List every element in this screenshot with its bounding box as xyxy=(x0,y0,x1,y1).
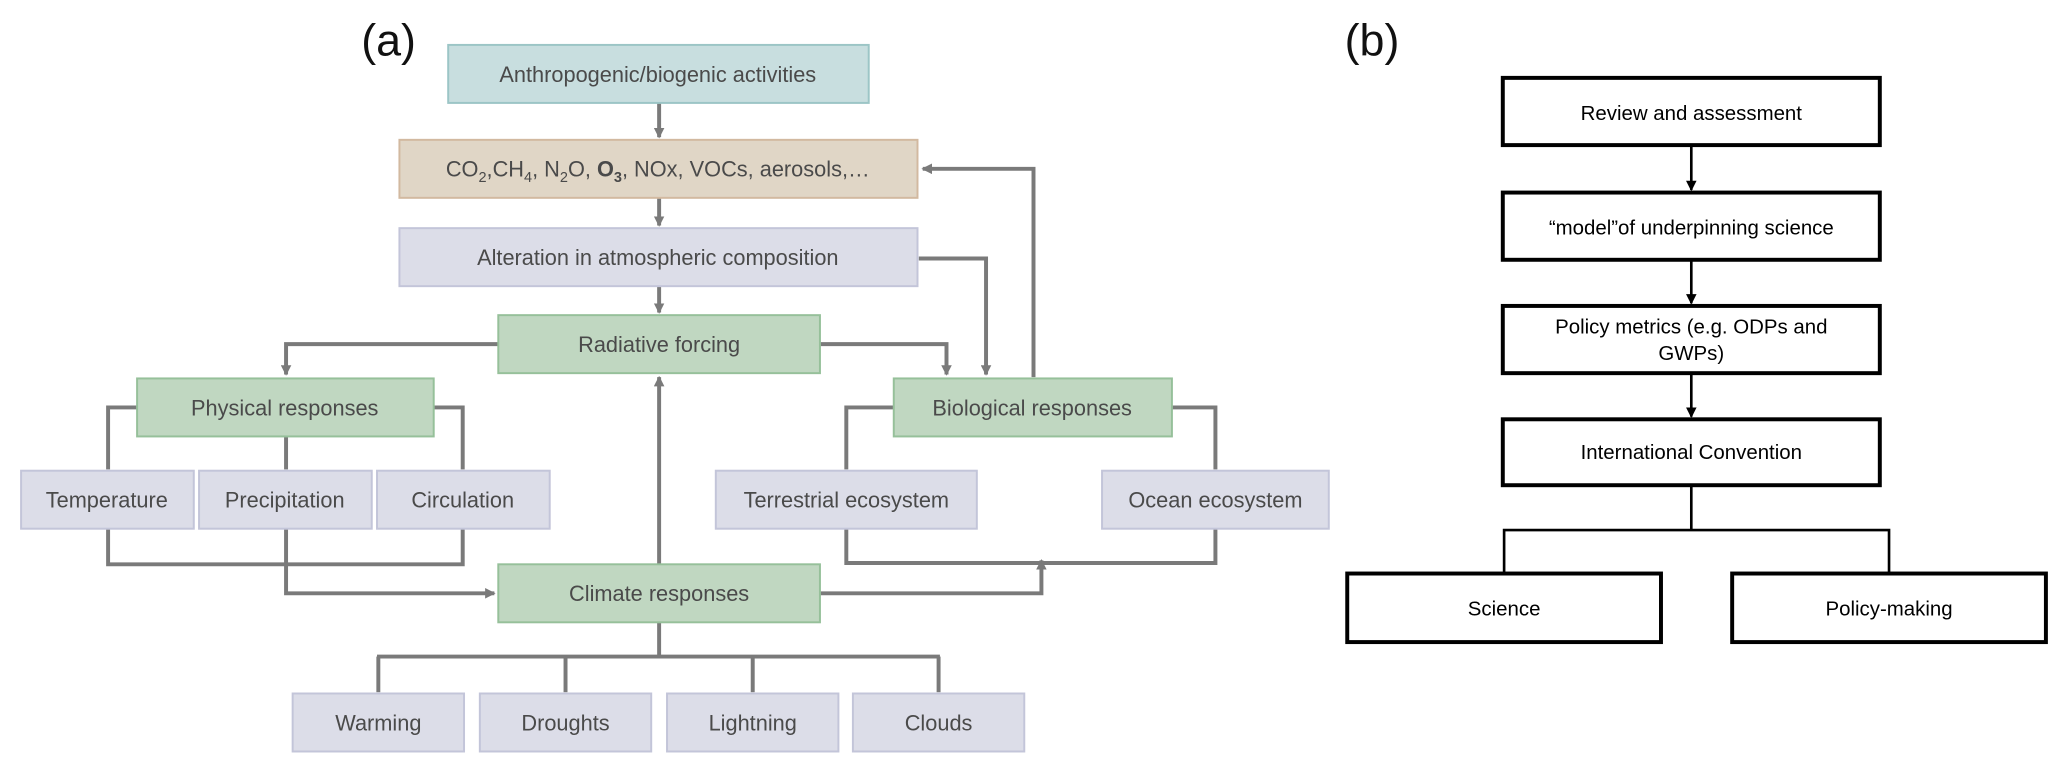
node-model-science[interactable]: “model”of underpinning science xyxy=(1500,190,1882,262)
node-precipitation[interactable]: Precipitation xyxy=(198,469,373,530)
node-circulation-label: Circulation xyxy=(411,488,514,513)
node-policy-label: Policy-making xyxy=(1825,599,1952,621)
node-physical-responses[interactable]: Physical responses xyxy=(136,377,435,438)
node-review-label: Review and assessment xyxy=(1581,103,1803,125)
subscript-3: 3 xyxy=(614,170,622,186)
arrow-physical-to-climate xyxy=(284,528,496,599)
arrow-radiative-to-biological xyxy=(819,342,952,376)
node-alteration[interactable]: Alteration in atmospheric composition xyxy=(398,227,919,288)
node-metrics-label-2: GWPs) xyxy=(1658,343,1724,365)
line-convention-branch xyxy=(1502,528,1891,573)
node-clouds[interactable]: Clouds xyxy=(851,692,1026,753)
line-physical-to-circulation xyxy=(433,405,465,470)
node-physical-label: Physical responses xyxy=(191,395,379,420)
node-activities[interactable]: Anthropogenic/biogenic activities xyxy=(447,43,870,104)
node-precipitation-label: Precipitation xyxy=(225,488,345,513)
node-policy-making[interactable]: Policy-making xyxy=(1730,571,2048,645)
node-policy-metrics[interactable]: Policy metrics (e.g. ODPs and GWPs) xyxy=(1500,303,1882,376)
node-terrestrial-label: Terrestrial ecosystem xyxy=(744,488,949,513)
node-review-assessment[interactable]: Review and assessment xyxy=(1500,75,1882,148)
node-circulation[interactable]: Circulation xyxy=(376,469,551,530)
node-biological-label: Biological responses xyxy=(932,395,1132,420)
panel-a-label: (a) xyxy=(361,15,416,65)
n-text: , N xyxy=(532,157,560,182)
node-emissions-label: CO2,CH4, N2O, O3, NOx, VOCs, aerosols,… xyxy=(446,157,870,186)
node-model-label: “model”of underpinning science xyxy=(1549,218,1834,240)
node-climate-label: Climate responses xyxy=(569,581,749,606)
node-radiative-forcing[interactable]: Radiative forcing xyxy=(497,314,821,375)
node-convention-label: International Convention xyxy=(1581,442,1802,464)
panel-b-label: (b) xyxy=(1345,15,1400,65)
node-ocean-ecosystem[interactable]: Ocean ecosystem xyxy=(1101,469,1330,530)
node-droughts-label: Droughts xyxy=(521,710,609,735)
co-text: CO xyxy=(446,157,479,182)
subscript-2: 2 xyxy=(478,170,486,186)
arrow-radiative-to-physical xyxy=(280,342,499,376)
panel-a-connectors xyxy=(106,102,1218,693)
arrow-alteration-to-biological xyxy=(918,256,992,376)
node-emissions[interactable]: CO2,CH4, N2O, O3, NOx, VOCs, aerosols,… xyxy=(398,138,919,199)
arrow-climate-to-ecosystems xyxy=(819,559,1047,596)
node-international-convention[interactable]: International Convention xyxy=(1500,417,1882,488)
node-temperature-label: Temperature xyxy=(46,488,168,513)
node-lightning-label: Lightning xyxy=(709,710,797,735)
arrow-biological-to-emissions xyxy=(921,163,1036,378)
panel-b-connectors xyxy=(1502,145,1891,573)
node-science-label: Science xyxy=(1468,599,1541,621)
node-science[interactable]: Science xyxy=(1345,571,1663,645)
ch-text: ,CH xyxy=(487,157,524,182)
node-lightning[interactable]: Lightning xyxy=(666,692,840,753)
line-physical-to-temperature xyxy=(106,405,138,470)
node-activities-label: Anthropogenic/biogenic activities xyxy=(499,62,816,87)
node-biological-responses[interactable]: Biological responses xyxy=(892,377,1173,438)
subscript-2b: 2 xyxy=(560,170,568,186)
subscript-4: 4 xyxy=(524,170,532,186)
line-biological-to-ocean xyxy=(1171,405,1218,470)
rest-text: , NOx, VOCs, aerosols,… xyxy=(622,157,870,182)
node-droughts[interactable]: Droughts xyxy=(478,692,653,753)
ozone-text: O xyxy=(597,157,614,182)
node-climate-responses[interactable]: Climate responses xyxy=(497,563,821,624)
node-warming-label: Warming xyxy=(335,710,421,735)
node-ocean-label: Ocean ecosystem xyxy=(1128,488,1302,513)
line-biological-to-terrestrial xyxy=(844,405,894,470)
node-radiative-label: Radiative forcing xyxy=(578,332,740,357)
node-clouds-label: Clouds xyxy=(905,710,973,735)
panel-b: (b) Review and assessment “model”of unde… xyxy=(1345,15,2048,645)
node-warming[interactable]: Warming xyxy=(291,692,466,753)
o-text: O, xyxy=(568,157,597,182)
line-ecosystem-merge xyxy=(844,528,1218,565)
panel-a: (a) xyxy=(20,15,1330,753)
node-metrics-label-1: Policy metrics (e.g. ODPs and xyxy=(1555,317,1827,339)
node-terrestrial-ecosystem[interactable]: Terrestrial ecosystem xyxy=(714,469,978,530)
node-alteration-label: Alteration in atmospheric composition xyxy=(477,245,838,270)
node-temperature[interactable]: Temperature xyxy=(20,469,195,530)
